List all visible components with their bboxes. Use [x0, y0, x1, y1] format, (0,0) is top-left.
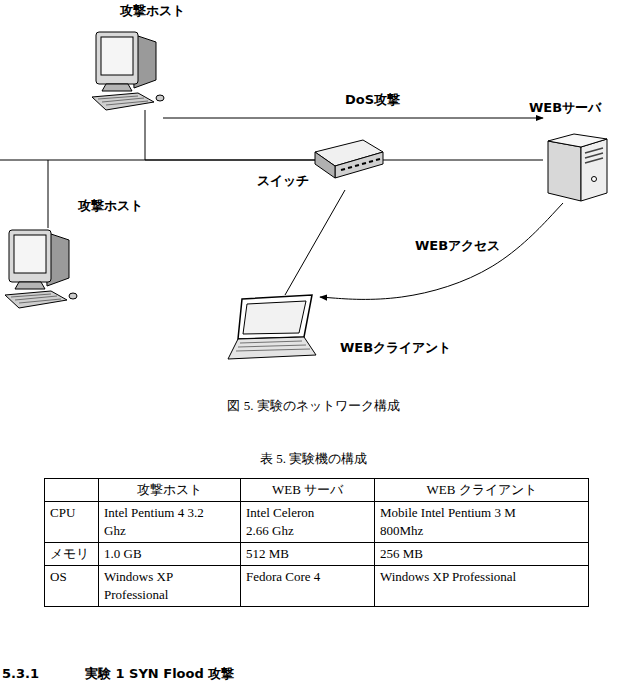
switch-icon — [315, 140, 383, 178]
edge-label: WEBアクセス — [415, 238, 500, 254]
node-label: 攻撃ホスト — [78, 198, 143, 214]
table-text: 512 MB — [246, 545, 336, 563]
power-button — [592, 177, 597, 182]
table-cell: 1.0 GB — [99, 543, 241, 566]
switch-front — [335, 152, 383, 178]
flow-arrow — [163, 118, 543, 119]
table-row: メモリ 1.0 GB 512 MB 256 MB — [45, 543, 589, 566]
table-cell — [45, 479, 99, 502]
section-number: 5.3.1 — [2, 666, 39, 682]
network-cable — [285, 190, 345, 295]
table-text: CPU — [50, 505, 75, 520]
client-laptop: WEBクライアント — [228, 295, 318, 365]
table-row: OS Windows XP Professional Fedora Core 4 Wi… — [45, 566, 589, 607]
host-computer: 攻撃ホスト — [88, 30, 163, 110]
table-text: 攻撃ホスト — [137, 482, 202, 497]
laptop-screen — [243, 301, 306, 334]
table-cell: 256 MB — [375, 543, 589, 566]
node-label: WEBクライアント — [340, 340, 451, 356]
laptop-base — [228, 337, 316, 359]
network-cable — [145, 110, 315, 160]
table-cell: Intel Celeron 2.66 Ghz — [241, 502, 375, 543]
node-label: スイッチ — [257, 173, 309, 189]
flow-arrow — [320, 203, 563, 299]
edge-label: DoS攻撃 — [345, 92, 400, 108]
table-cell: Mobile Intel Pentium 3 M 800Mhz — [375, 502, 589, 543]
table-cell: メモリ — [45, 543, 99, 566]
server-front — [581, 139, 607, 201]
table-cell: CPU — [45, 502, 99, 543]
server-icon — [548, 134, 607, 201]
section-heading: 実験 1 SYN Flood 攻撃 — [85, 666, 234, 682]
table-text: Intel Celeron 2.66 Ghz — [246, 504, 336, 540]
table-row: 攻撃ホスト WEB サーバ WEB クライアント — [45, 479, 589, 502]
network-cable — [48, 160, 315, 228]
web-server: WEBサーバ — [543, 133, 613, 203]
table-text: Mobile Intel Pentium 3 M 800Mhz — [380, 504, 552, 540]
attack-host-icon — [92, 32, 164, 110]
switch-ports — [341, 159, 380, 170]
table-text: Intel Pentium 4 3.2 Ghz — [104, 504, 204, 540]
server-top — [548, 134, 607, 147]
host-computer: 攻撃ホスト — [5, 228, 77, 300]
table-cell: Fedora Core 4 — [241, 566, 375, 607]
node-label: 攻撃ホスト — [120, 3, 185, 19]
server-side — [548, 141, 581, 201]
table-text: メモリ — [50, 546, 89, 561]
table-text: Windows XP Professional — [380, 568, 552, 586]
drive-slots — [585, 148, 603, 163]
table-text: WEB クライアント — [426, 482, 536, 497]
table-text: Windows XP Professional — [104, 568, 204, 604]
figure-caption: 図 5. 実験のネットワーク構成 — [0, 398, 627, 414]
table-text: OS — [50, 569, 67, 584]
table-text: 1.0 GB — [104, 545, 204, 563]
table-text: WEB サーバ — [272, 482, 343, 497]
network-cable — [383, 160, 543, 161]
table-cell: 攻撃ホスト — [99, 479, 241, 502]
laptop-lid — [238, 295, 312, 339]
table-cell: Windows XP Professional — [99, 566, 241, 607]
table-cell: 512 MB — [241, 543, 375, 566]
node-label: WEBサーバ — [529, 100, 601, 116]
switch-side — [315, 152, 335, 178]
table-text: Fedora Core 4 — [246, 568, 336, 586]
table-text: 256 MB — [380, 545, 552, 563]
laptop-icon — [228, 295, 316, 359]
spec-table: 攻撃ホスト WEB サーバ WEB クライアント CPU Intel Pentium 4… — [44, 478, 589, 607]
table-cell: Intel Pentium 4 3.2 Ghz — [99, 502, 241, 543]
network-switch: スイッチ — [315, 140, 383, 190]
table-cell: OS — [45, 566, 99, 607]
table-cell: WEB サーバ — [241, 479, 375, 502]
network-cable — [0, 160, 48, 161]
table-title: 表 5. 実験機の構成 — [0, 451, 627, 467]
table-cell: Windows XP Professional — [375, 566, 589, 607]
table-cell: WEB クライアント — [375, 479, 589, 502]
laptop-keys — [236, 341, 310, 351]
table-row: CPU Intel Pentium 4 3.2 Ghz Intel Celeron … — [45, 502, 589, 543]
attack-host-icon — [5, 230, 77, 308]
